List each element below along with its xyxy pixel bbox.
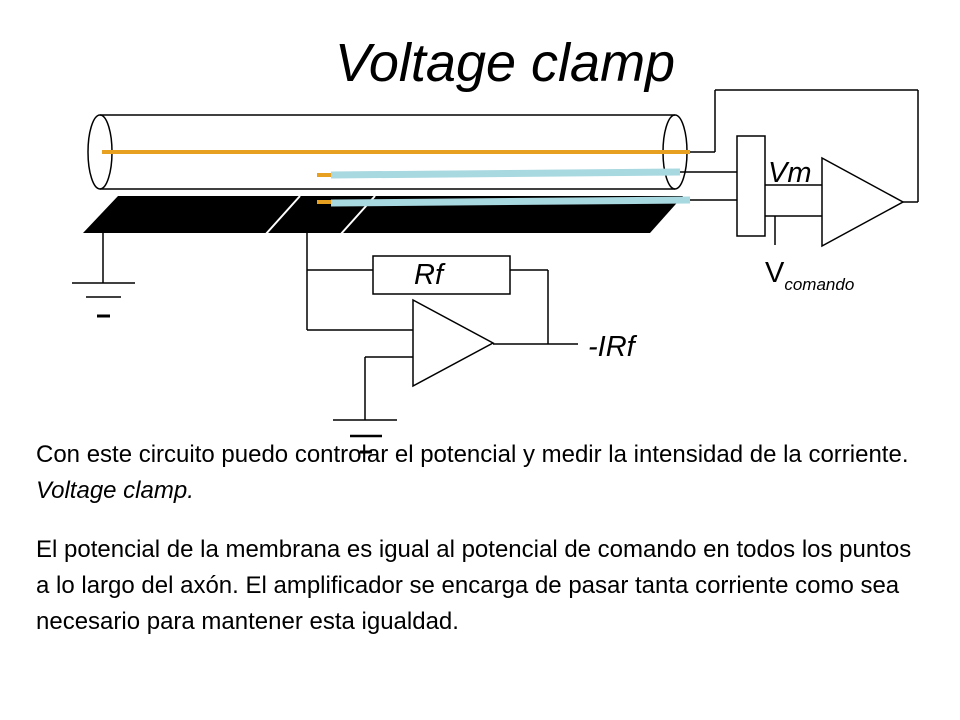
v-comando-label: Vcomando (765, 256, 854, 302)
bath-chamber (83, 196, 683, 233)
electrodes (317, 168, 691, 207)
clamp-amplifier (821, 156, 905, 248)
bath-divider-left (264, 195, 301, 236)
slide-title: Voltage clamp (334, 33, 676, 93)
measurement-wiring (680, 89, 919, 245)
current-circuit-wiring (306, 233, 578, 454)
rf-label: Rf (414, 259, 443, 291)
differential-amplifier-box (736, 135, 766, 237)
p1-text: Con este circuito puedo controlar el pot… (36, 441, 909, 468)
vm-label: Vm (768, 157, 812, 189)
feedback-resistor (372, 255, 511, 295)
paragraph-membrane-explanation: El potencial de la membrana es igual al … (36, 536, 912, 635)
current-amplifier (412, 298, 495, 388)
bath-ground (72, 233, 135, 318)
v-comando-main: V (765, 257, 785, 289)
v-comando-subscript: comando (784, 275, 855, 294)
paragraph-circuit-description: Con este circuito puedo controlar el pot… (36, 437, 916, 509)
p1-italic: Voltage clamp. (36, 477, 194, 504)
irf-label: -IRf (588, 331, 635, 363)
axon-cylinder (87, 114, 688, 190)
